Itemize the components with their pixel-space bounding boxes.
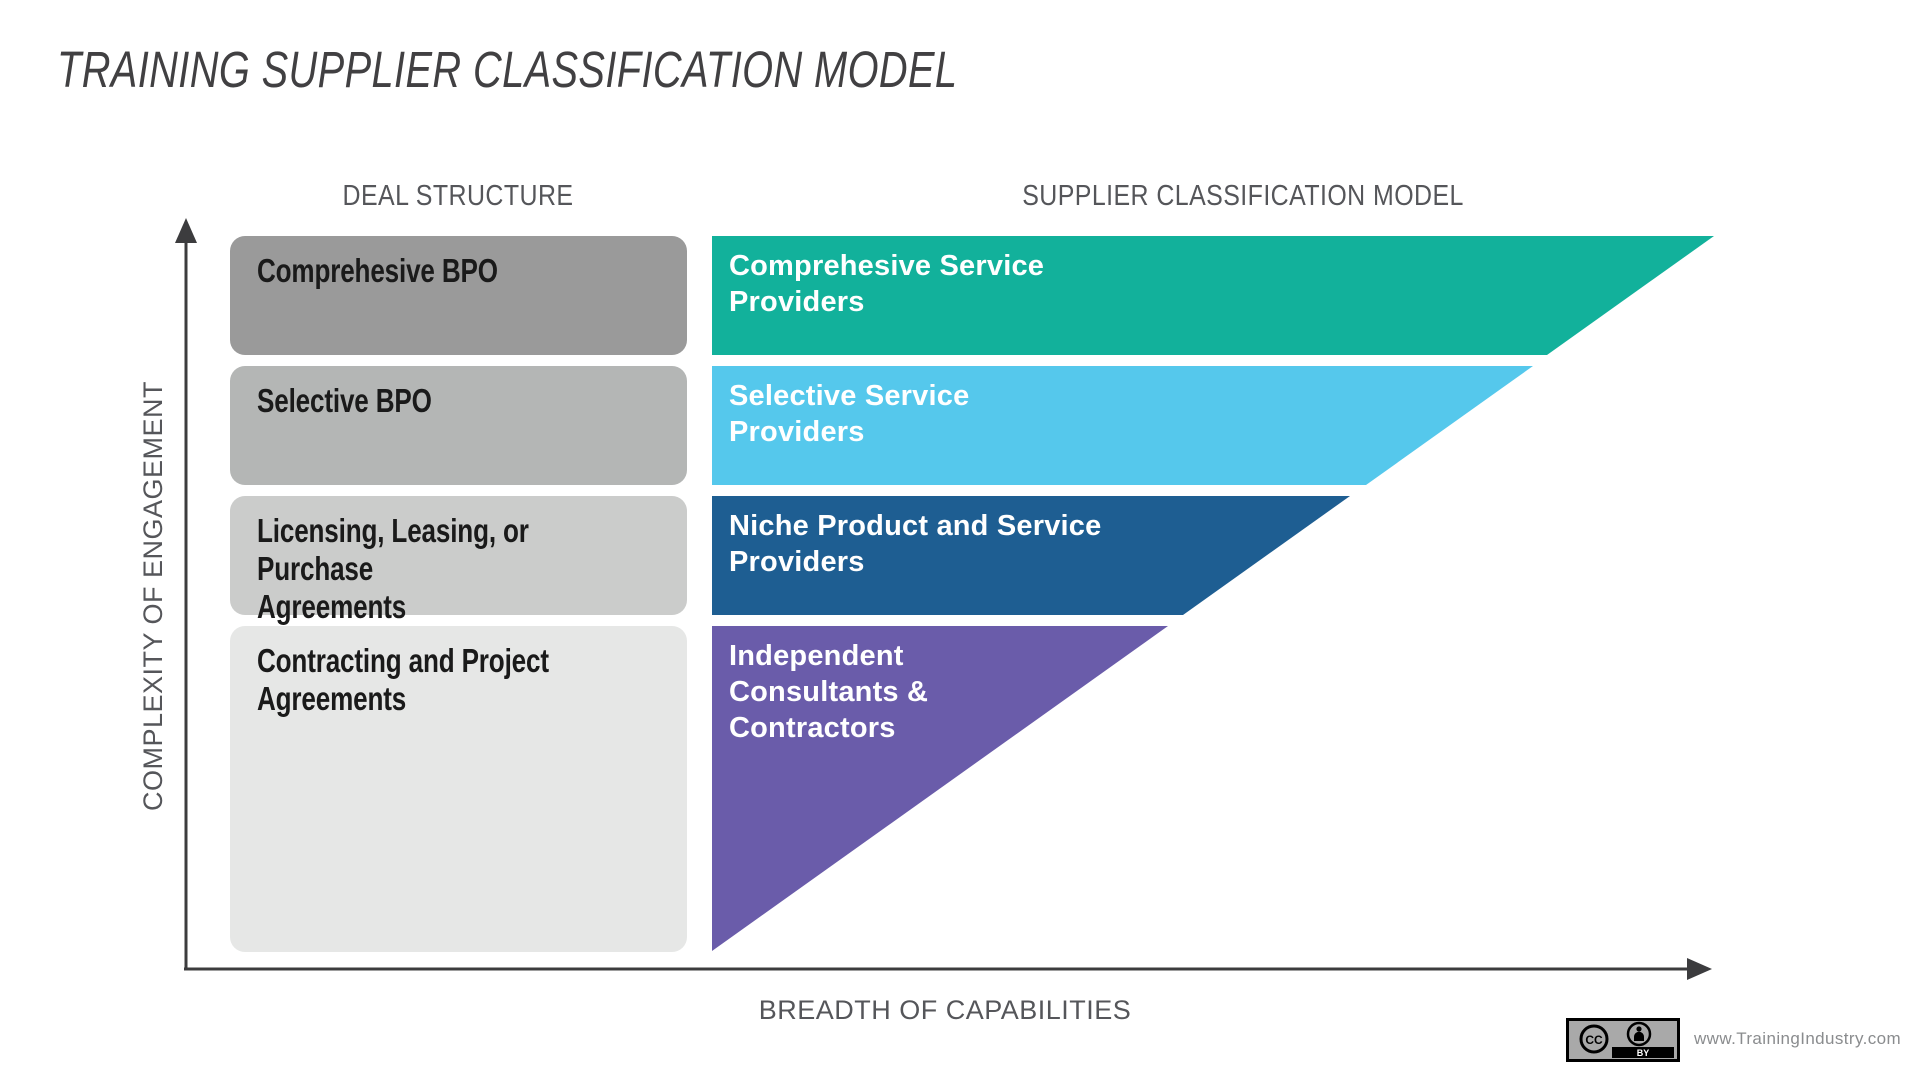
band-label-independent-consultants-contractors: Independent Consultants & Contractors xyxy=(729,640,929,744)
deal-box-label: Selective BPO xyxy=(257,382,432,419)
attribution-person-head xyxy=(1636,1026,1642,1032)
x-axis-label: BREADTH OF CAPABILITIES xyxy=(758,995,1132,1025)
band-label-niche-product-service-providers: Niche Product and Service Providers xyxy=(729,510,1102,578)
band-label-comprehensive-service-providers: Comprehesive Service Providers xyxy=(729,250,1045,318)
deal-box-label: Comprehesive BPO xyxy=(257,252,498,289)
badge-by-text: BY xyxy=(1637,1048,1650,1058)
band-independent-consultants-contractors xyxy=(712,626,1168,951)
cc-logo-icon xyxy=(1579,1024,1609,1054)
deal-box-contracting-project: Contracting and Project Agreements xyxy=(230,626,687,952)
deal-box-licensing-leasing-purchase: Licensing, Leasing, or Purchase Agreemen… xyxy=(230,496,687,625)
deal-box-label: Contracting and Project Agreements xyxy=(257,642,549,717)
page-title: TRAINING SUPPLIER CLASSIFICATION MODEL xyxy=(57,41,958,98)
cc-logo-text: CC xyxy=(1585,1033,1603,1047)
band-label-selective-service-providers: Selective Service Providers xyxy=(729,380,970,448)
column-header-supplier-model: SUPPLIER CLASSIFICATION MODEL xyxy=(1022,180,1464,212)
band-selective-service-providers xyxy=(712,366,1533,485)
attribution-person-body xyxy=(1634,1031,1644,1041)
cc-by-license-badge: CC BY xyxy=(1566,1018,1680,1062)
deal-box-label: Licensing, Leasing, or Purchase Agreemen… xyxy=(257,512,529,625)
website-link[interactable]: www.TrainingIndustry.com xyxy=(1694,1029,1902,1048)
x-axis-arrowhead-icon xyxy=(1687,958,1712,980)
band-niche-product-service-providers xyxy=(712,496,1350,615)
column-header-deal-structure: DEAL STRUCTURE xyxy=(342,180,574,212)
band-comprehensive-service-providers xyxy=(712,236,1714,355)
deal-box-selective-bpo: Selective BPO xyxy=(230,366,687,485)
y-axis-label: COMPLEXITY OF ENGAGEMENT xyxy=(138,380,168,812)
y-axis-arrowhead-icon xyxy=(175,218,197,243)
deal-box-comprehensive-bpo: Comprehesive BPO xyxy=(230,236,687,355)
badge-by-strip xyxy=(1612,1047,1674,1058)
